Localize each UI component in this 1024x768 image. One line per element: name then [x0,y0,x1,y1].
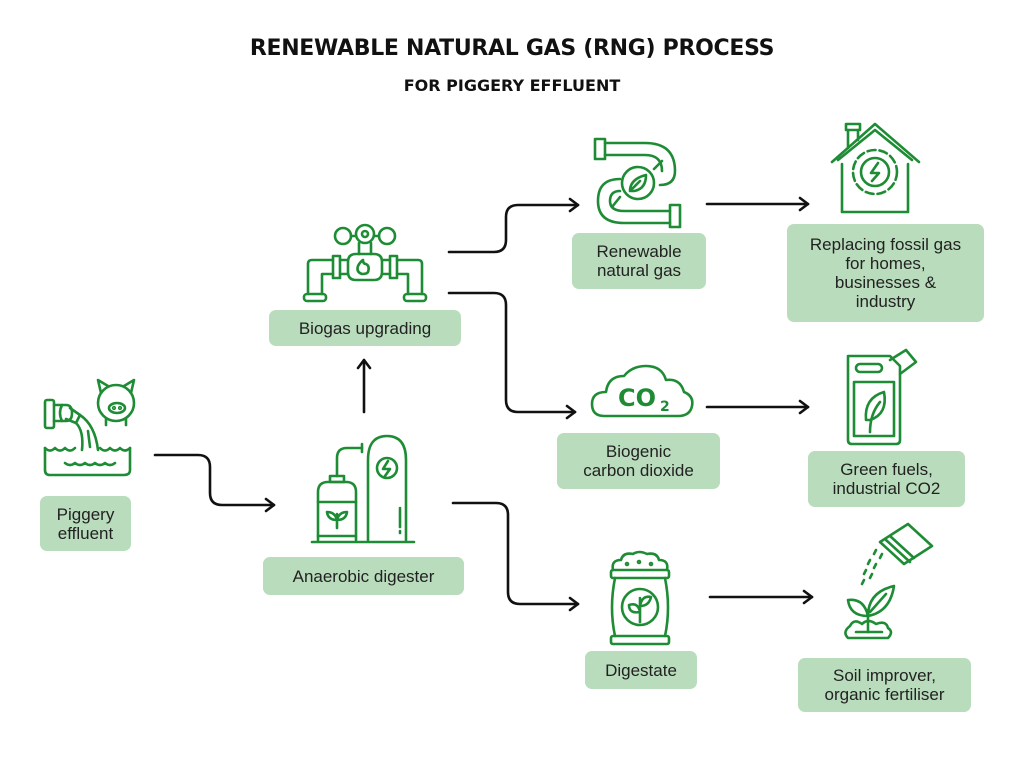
label-digestate: Digestate [585,651,697,689]
label-line: Biogas upgrading [298,318,432,338]
arrow-digestate-to-soil [708,589,814,605]
pipeline-valve-flame-icon [302,223,428,303]
label-line: Soil improver, [833,666,936,685]
house-gear-energy-icon [830,122,921,214]
label-line: Renewable [596,242,682,261]
pipe-leaf-icon [593,137,682,229]
label-line: industrial CO2 [832,479,941,498]
arrow-upgrading-to-rng [447,197,580,254]
label-line: Digestate [605,660,677,680]
label-line: natural gas [596,261,682,280]
diagram-subtitle: FOR PIGGERY EFFLUENT [403,76,621,95]
co2-subscript: 2 [660,399,670,415]
label-replacing-fossil-gas: Replacing fossil gas for homes, business… [787,224,984,322]
label-line: organic fertiliser [824,685,945,704]
label-line: for homes, [845,254,926,273]
label-line: industry [855,292,916,311]
label-line: carbon dioxide [583,461,694,480]
jerrycan-leaf-icon [846,348,918,446]
label-line: Biogenic [605,442,672,461]
fertiliser-sack-icon [609,550,671,646]
co2-cloud-icon: CO 2 [590,364,694,418]
label-line: Replacing fossil gas [809,235,962,254]
label-green-fuels: Green fuels,industrial CO2 [808,451,965,507]
label-biogas-upgrading: Biogas upgrading [269,310,461,346]
label-line: effluent [57,523,114,543]
arrow-co2-to-fuels [705,399,810,415]
label-line: Piggery [56,504,115,524]
arrow-digester-to-upgrading [356,358,372,414]
arrow-rng-to-homes [705,196,810,212]
arrow-upgrading-to-co2 [447,291,577,420]
label-line: businesses & [834,273,937,292]
diagram-title: RENEWABLE NATURAL GAS (RNG) PROCESS [249,36,775,61]
pipe-pig-effluent-icon [43,378,136,477]
arrow-effluent-to-digester [153,453,276,513]
plant-fertiliser-icon [844,522,934,640]
co2-text: CO [618,384,656,412]
label-anaerobic-digester: Anaerobic digester [263,557,464,595]
digester-tank-icon [310,434,416,544]
label-line: Green fuels, [840,460,933,479]
label-soil-improver: Soil improver,organic fertiliser [798,658,971,712]
label-line: Anaerobic digester [292,566,435,586]
arrow-digester-to-digestate [451,501,580,612]
